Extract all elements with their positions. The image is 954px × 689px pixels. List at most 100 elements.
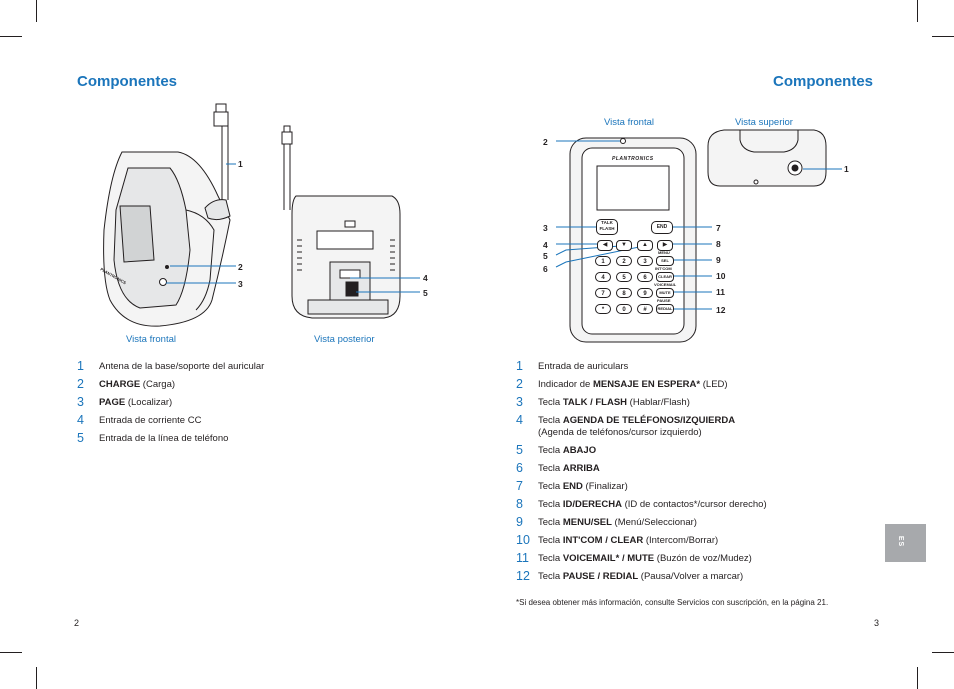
crop-mark bbox=[36, 0, 37, 22]
right-page-title: Componentes bbox=[773, 73, 874, 90]
item-text-detail: (Agenda de teléfonos/cursor izquierdo) bbox=[538, 427, 702, 438]
keypad-key: 7 bbox=[595, 288, 611, 298]
item-text-pre: Tecla bbox=[538, 535, 563, 546]
item-text-post: Entrada de auriculars bbox=[538, 361, 629, 372]
keypad-key: 5 bbox=[616, 272, 632, 282]
callout-12: 12 bbox=[716, 305, 726, 315]
crop-mark bbox=[932, 652, 954, 653]
talk-label: TALK bbox=[601, 220, 613, 225]
keypad-key: 9 bbox=[637, 288, 653, 298]
pause-label: PAUSE bbox=[657, 298, 671, 303]
redial-key: REDIAL bbox=[656, 304, 674, 314]
item-text-post: (Finalizar) bbox=[582, 481, 628, 492]
keypad-key: 0 bbox=[616, 304, 632, 314]
item-number: 1 bbox=[77, 359, 84, 373]
callout-3: 3 bbox=[238, 279, 243, 289]
item-number: 2 bbox=[77, 377, 84, 391]
list-item: 1 Antena de la base/soporte del auricular bbox=[77, 359, 377, 373]
item-number: 8 bbox=[516, 497, 523, 511]
crop-mark bbox=[0, 36, 22, 37]
callout-4: 4 bbox=[423, 273, 428, 283]
item-number: 9 bbox=[516, 515, 523, 529]
item-number: 4 bbox=[516, 413, 523, 427]
item-text-bold: END bbox=[562, 481, 583, 492]
item-number: 6 bbox=[516, 461, 523, 475]
caption-rear-view: Vista posterior bbox=[314, 334, 375, 345]
item-text-bold: PAGE bbox=[99, 397, 126, 408]
callout-11: 11 bbox=[716, 287, 725, 297]
clear-key: CLEAR bbox=[656, 272, 674, 282]
footnote: *Si desea obtener más información, consu… bbox=[516, 598, 829, 607]
item-text-bold: ARRIBA bbox=[562, 463, 600, 474]
sel-key: SEL bbox=[656, 256, 674, 266]
callout-3: 3 bbox=[543, 223, 548, 233]
callout-5: 5 bbox=[543, 251, 548, 261]
talk-flash-key: TALK FLASH bbox=[596, 219, 618, 235]
left-page-title: Componentes bbox=[77, 73, 178, 90]
item-text-pre: Tecla bbox=[538, 463, 563, 474]
item-number: 7 bbox=[516, 479, 523, 493]
language-tab-label: ES bbox=[897, 535, 905, 548]
list-item: 7 Tecla END (Finalizar) bbox=[516, 479, 886, 493]
callout-6: 6 bbox=[543, 264, 548, 274]
callout-2: 2 bbox=[543, 137, 548, 147]
item-number: 4 bbox=[77, 413, 84, 427]
item-text-bold: AGENDA DE TELÉFONOS/IZQUIERDA bbox=[562, 415, 736, 426]
item-text-pre: Tecla bbox=[538, 517, 563, 528]
list-item: 4 Entrada de corriente CC bbox=[77, 413, 377, 427]
item-text-pre: Tecla bbox=[538, 571, 563, 582]
intcom-label: INT'COM bbox=[655, 266, 672, 271]
crop-mark bbox=[0, 652, 22, 653]
item-text-bold: VOICEMAIL* / MUTE bbox=[562, 553, 655, 564]
callout-4: 4 bbox=[543, 240, 548, 250]
item-text-bold: PAUSE / REDIAL bbox=[562, 571, 639, 582]
left-component-list: 1 Antena de la base/soporte del auricular… bbox=[77, 359, 377, 451]
item-text-post: Antena de la base/soporte del auricular bbox=[99, 361, 265, 372]
item-text-post: (Pausa/Volver a marcar) bbox=[638, 571, 744, 582]
item-text-post: (ID de contactos*/cursor derecho) bbox=[621, 499, 767, 510]
item-text-pre: Tecla bbox=[538, 481, 563, 492]
language-tab: ES bbox=[885, 524, 926, 562]
item-number: 11 bbox=[516, 551, 529, 565]
item-text-bold: CHARGE bbox=[99, 379, 141, 390]
item-text-pre: Tecla bbox=[538, 499, 563, 510]
item-text-post: (Carga) bbox=[140, 379, 176, 390]
callout-2: 2 bbox=[238, 262, 243, 272]
crop-mark bbox=[917, 667, 918, 689]
item-text-bold: INT'COM / CLEAR bbox=[562, 535, 644, 546]
menu-label: MENU bbox=[658, 250, 670, 255]
item-text-pre: Tecla bbox=[538, 397, 563, 408]
keypad-key: 8 bbox=[616, 288, 632, 298]
down-arrow-key: ▼ bbox=[616, 240, 632, 251]
keypad-key: 4 bbox=[595, 272, 611, 282]
item-text-pre: Tecla bbox=[538, 445, 563, 456]
callout-5: 5 bbox=[423, 288, 428, 298]
item-text-bold: ID/DERECHA bbox=[562, 499, 622, 510]
item-text-post: (Buzón de voz/Mudez) bbox=[654, 553, 752, 564]
callout-7: 7 bbox=[716, 223, 721, 233]
callout-9: 9 bbox=[716, 255, 721, 265]
up-arrow-key: ▲ bbox=[637, 240, 653, 251]
left-arrow-key: ◀ bbox=[597, 240, 613, 251]
list-item: 6 Tecla ARRIBA bbox=[516, 461, 886, 475]
item-text-bold: TALK / FLASH bbox=[562, 397, 628, 408]
voicemail-label: VOICEMAIL bbox=[654, 282, 677, 287]
item-text-bold: MENSAJE EN ESPERA* bbox=[592, 379, 701, 390]
item-text-pre: Tecla bbox=[538, 553, 563, 564]
item-number: 10 bbox=[516, 533, 530, 547]
mute-key: MUTE bbox=[656, 288, 674, 298]
item-text-post: Entrada de corriente CC bbox=[99, 415, 202, 426]
list-item: 2 CHARGE (Carga) bbox=[77, 377, 377, 391]
item-text-post: Entrada de la línea de teléfono bbox=[99, 433, 229, 444]
item-text-post: (Menú/Seleccionar) bbox=[611, 517, 697, 528]
item-number: 2 bbox=[516, 377, 523, 391]
item-number: 5 bbox=[516, 443, 523, 457]
